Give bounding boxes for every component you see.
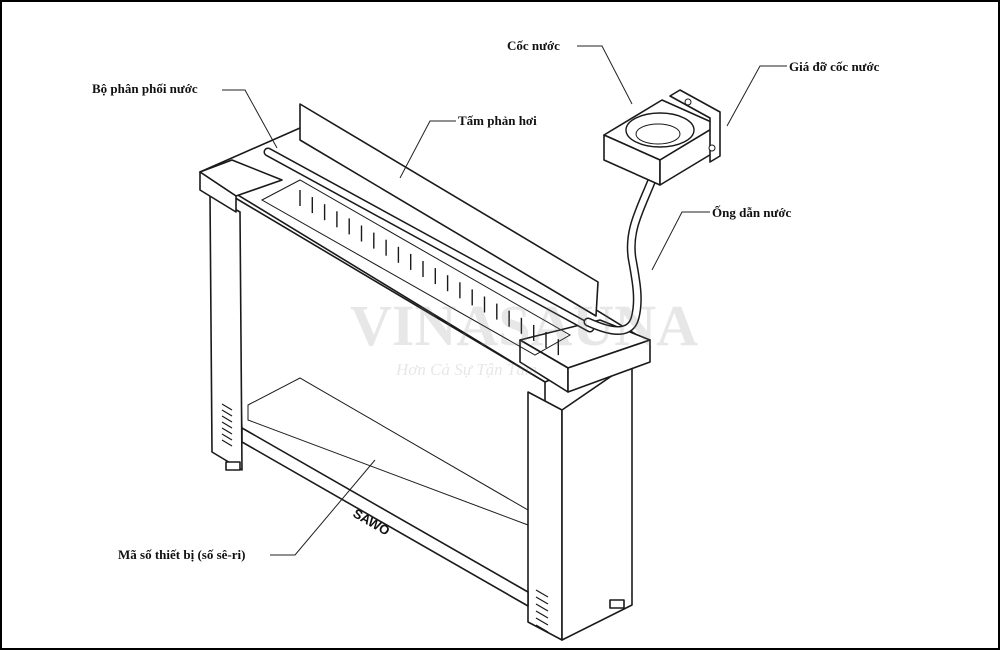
leader-reflector-plate [399,120,456,179]
leader-cup-holder [726,65,787,127]
left-vent [221,403,233,447]
heater-body: SAWO [199,127,651,641]
leader-lines [222,45,787,556]
watermark-logo: VINASAUNA [350,293,699,358]
watermark-tagline: Hơn Cả Sự Tận Tâm [396,360,538,379]
right-leg-side [561,361,633,641]
label-cup-holder: Giá đỡ cốc nước [789,59,880,74]
label-water-cup: Cốc nước [507,38,560,53]
right-foot [609,599,625,609]
leader-water-pipe [651,211,710,271]
left-foot [225,461,241,471]
inner-shelf [247,377,529,526]
left-leg [209,194,243,471]
lower-rail [241,427,529,607]
left-cap-side [199,171,237,213]
leader-serial-number [270,459,376,556]
cup-holder-bracket [669,89,721,163]
water-cup [603,99,719,186]
water-distributor-tube [263,147,595,333]
label-water-distributor: Bộ phân phối nước [92,81,198,96]
right-vent [535,589,549,633]
leader-water-cup [577,45,633,105]
label-water-pipe: Ống dẫn nước [712,205,792,220]
heating-grille [260,179,572,356]
reflector-plate [299,103,599,317]
leader-water-distributor [222,89,278,149]
water-pipe [583,175,657,335]
right-cap-side [567,339,651,393]
label-serial-number: Mã số thiết bị (số sê-ri) [118,547,246,562]
label-reflector-plate: Tấm phản hơi [458,113,537,128]
